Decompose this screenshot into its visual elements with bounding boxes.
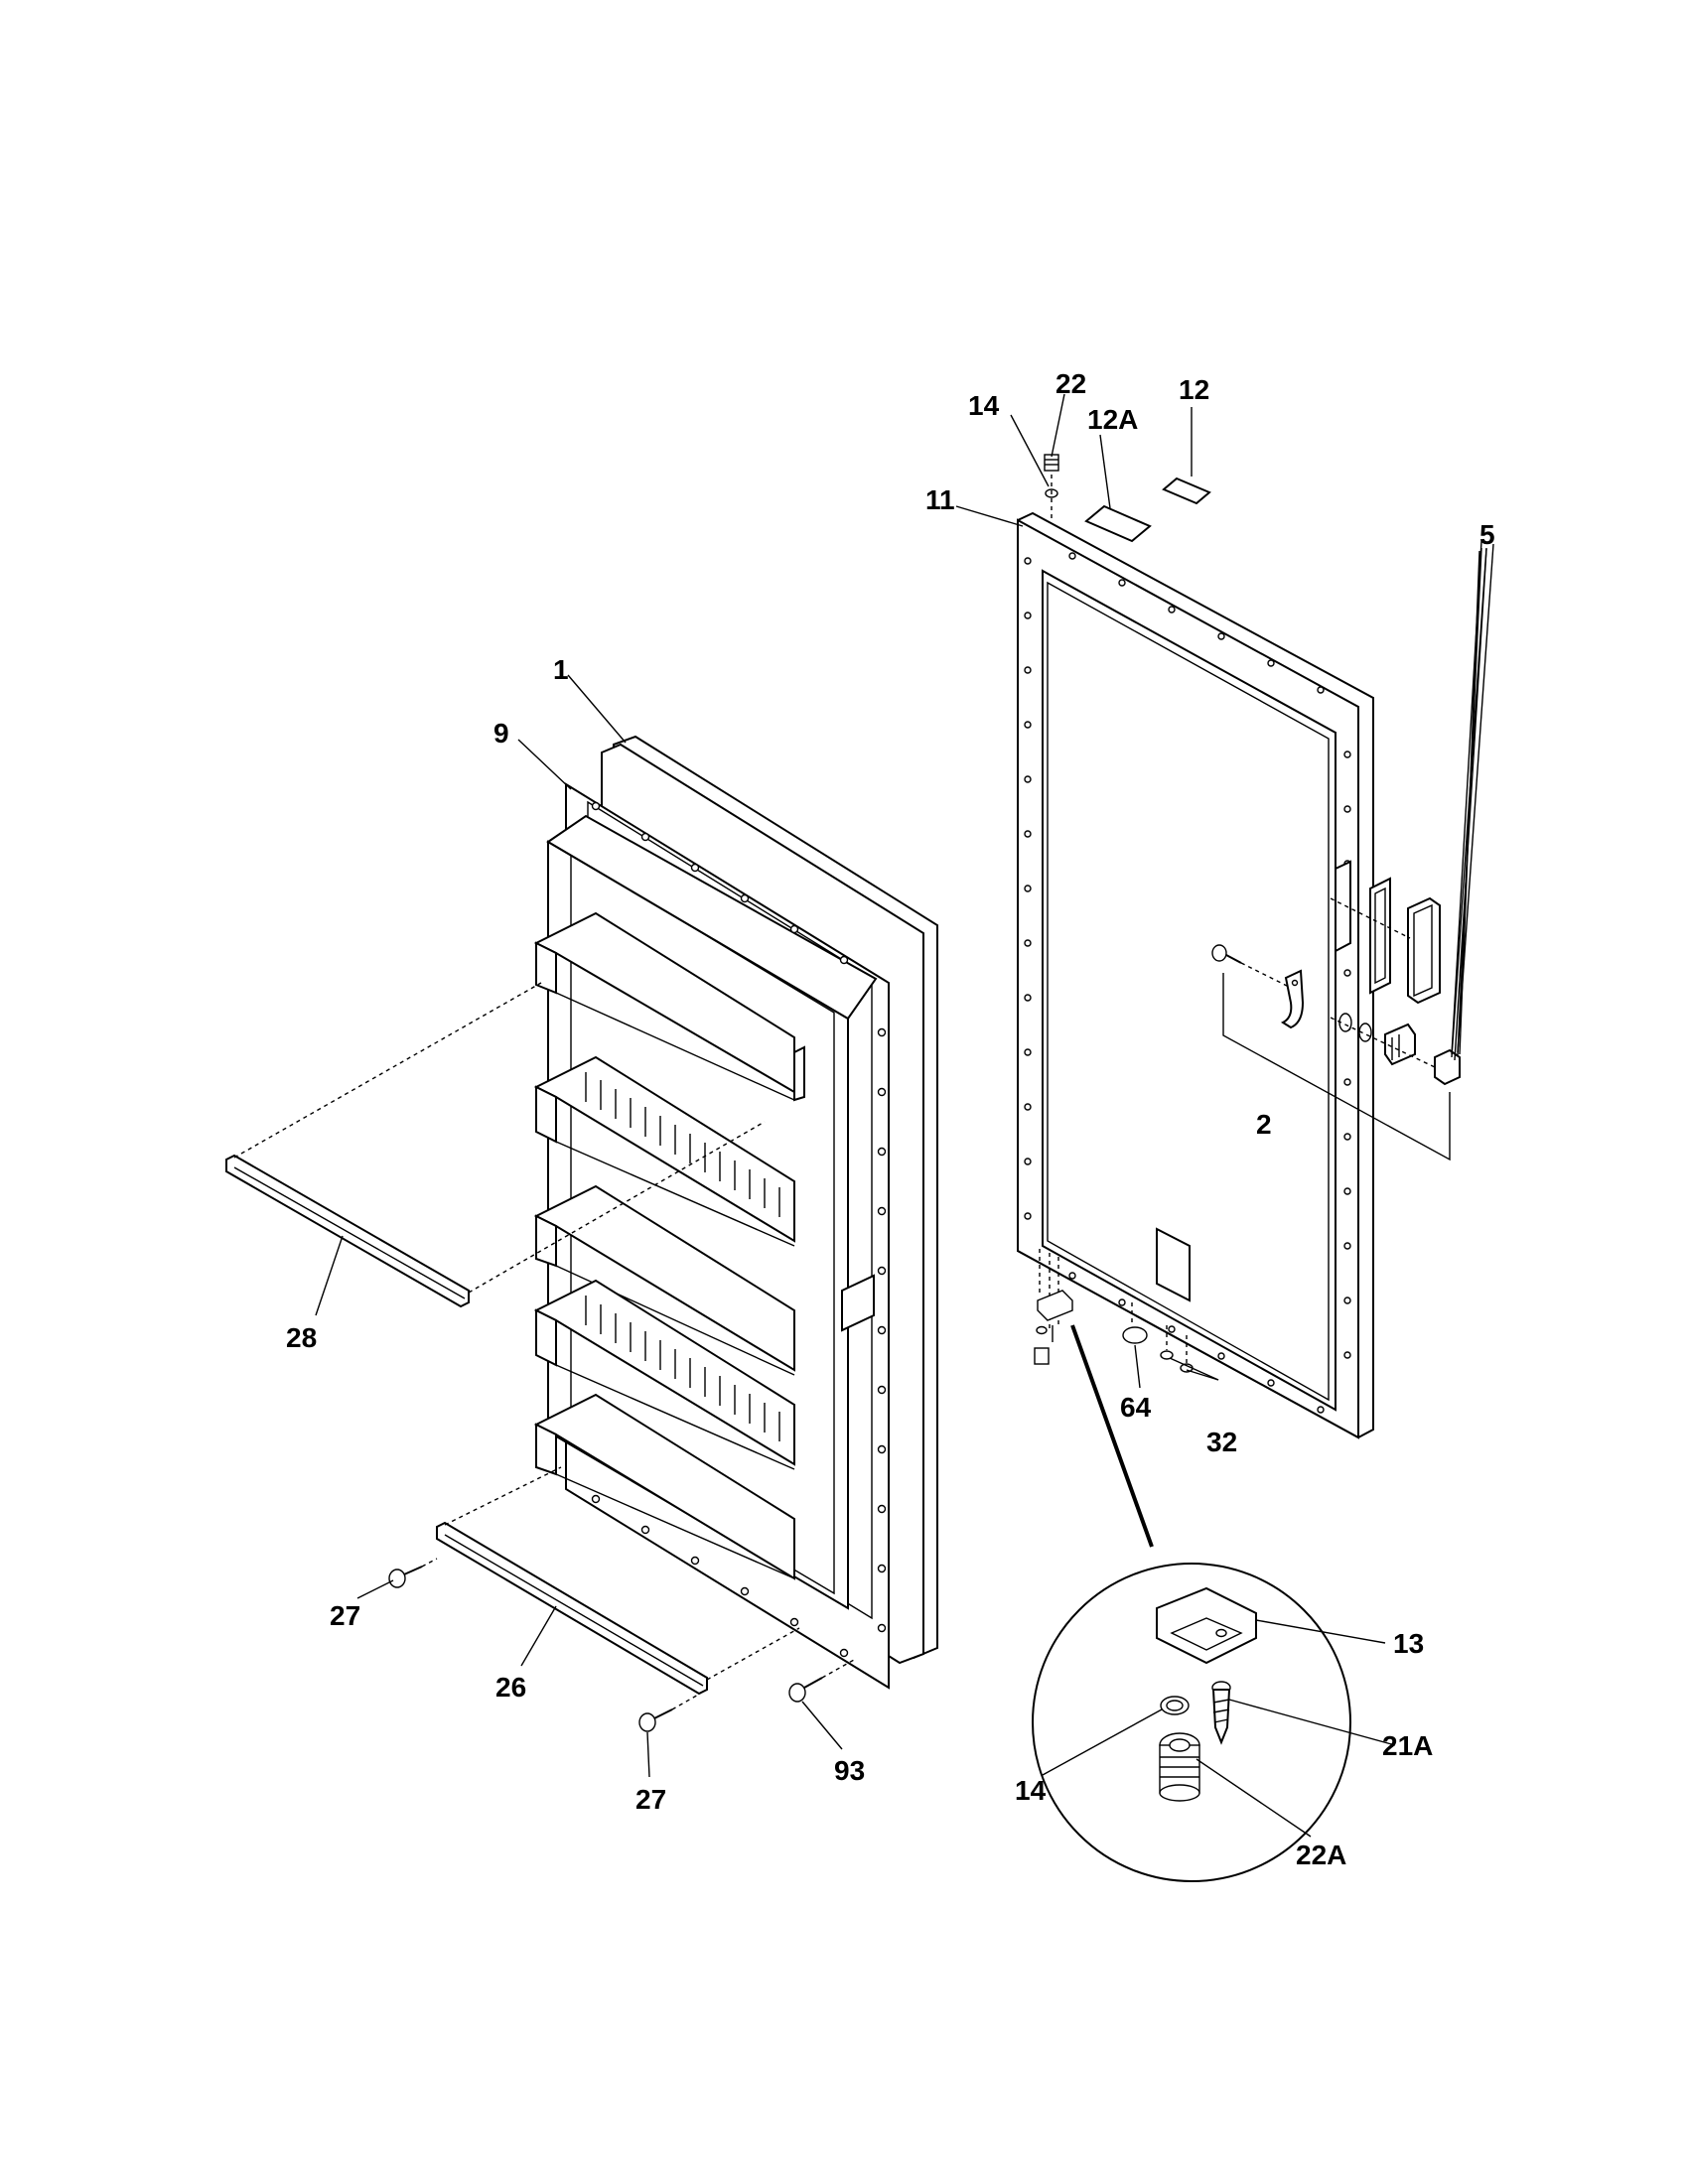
callout-12a: 12A — [1087, 404, 1138, 435]
callout-32: 32 — [1206, 1427, 1237, 1457]
panel-bottom-slot — [1156, 1227, 1191, 1302]
callout-5: 5 — [1479, 519, 1495, 550]
shelf-4-grille — [585, 1296, 780, 1441]
washer-small — [1036, 1325, 1048, 1335]
callout-93: 93 — [834, 1755, 865, 1786]
callout-1: 1 — [553, 654, 569, 685]
plug-32a — [1160, 1350, 1174, 1360]
detail-bracket-13 — [1156, 1586, 1257, 1665]
bracket-2 — [1222, 973, 1451, 1161]
leader-5 — [1454, 548, 1487, 1061]
detail-hinge-pin-22a — [1159, 1732, 1200, 1802]
callout-11: 11 — [925, 484, 955, 515]
handle — [1407, 896, 1441, 1005]
screw-93 — [788, 1677, 823, 1703]
callout-22a: 22A — [1296, 1840, 1346, 1870]
door-shelf-1 — [533, 911, 805, 1102]
leader-dash-26b — [706, 1627, 800, 1681]
leader-dash-handle — [1330, 897, 1411, 939]
leader-dash-26a — [444, 1466, 562, 1526]
callout-28: 28 — [286, 1322, 317, 1353]
handle-bezel — [1369, 877, 1391, 995]
detail-washer-14-inner — [1166, 1700, 1184, 1711]
door-liner-assembly — [533, 735, 938, 1690]
hinge-bracket-small — [1037, 1290, 1073, 1321]
door-shelf-5 — [533, 1393, 795, 1580]
hinge-pin-small — [1034, 1347, 1050, 1365]
callout-leaders — [315, 393, 1494, 1838]
screw-27a — [388, 1566, 423, 1588]
door-panel-11-inner-edge — [1047, 581, 1330, 1402]
latch-screw — [1211, 944, 1242, 964]
shelf-2-grille — [585, 1072, 780, 1217]
panel-handle-slot — [1335, 860, 1351, 953]
latch-hook — [1280, 969, 1305, 1029]
detail-pointer — [1070, 1324, 1154, 1548]
door-shelf-4 — [533, 1279, 795, 1470]
callout-27-left: 27 — [330, 1600, 360, 1631]
door-shelf-3 — [533, 1184, 795, 1376]
callout-9: 9 — [493, 718, 509, 749]
door-shelf-2 — [533, 1055, 795, 1247]
liner-screw-holes — [591, 801, 887, 1658]
label-12 — [1162, 477, 1211, 505]
detail-circle — [1032, 1563, 1351, 1882]
callout-26: 26 — [495, 1672, 526, 1703]
leader-dash-93 — [821, 1659, 855, 1679]
leader-dash-28b — [468, 1121, 766, 1294]
leader-dash-lock — [1330, 1017, 1436, 1068]
callout-2: 2 — [1256, 1109, 1272, 1140]
callout-22: 22 — [1055, 368, 1086, 399]
leader-dash-28a — [233, 982, 542, 1159]
lock-key-5 — [1434, 1048, 1461, 1086]
door-liner-top-lip — [546, 814, 878, 1021]
outer-door-panel — [1017, 511, 1374, 1439]
lock-cylinder — [1338, 1013, 1416, 1066]
callout-13: 13 — [1393, 1628, 1424, 1659]
shelf-bar-26 — [436, 1521, 708, 1696]
callout-21a: 21A — [1382, 1730, 1433, 1761]
leader-dash-27b — [671, 1693, 701, 1710]
label-12a — [1084, 504, 1152, 543]
leader-dash-latch — [1240, 962, 1292, 989]
hinge-pin-22-top — [1044, 454, 1059, 472]
leader-5-visible — [1457, 547, 1482, 1056]
ring-64 — [1122, 1326, 1148, 1344]
callout-14-top: 14 — [968, 390, 1000, 421]
liner-handle-recess — [841, 1274, 875, 1332]
callout-14-detail: 14 — [1015, 1775, 1047, 1806]
detail-screw-21a — [1211, 1681, 1231, 1745]
callout-27-bottom: 27 — [635, 1784, 666, 1815]
callout-12: 12 — [1179, 374, 1209, 405]
screw-27b — [638, 1708, 673, 1732]
shelf-bar-28 — [225, 1154, 470, 1308]
callout-64: 64 — [1120, 1392, 1152, 1423]
leader-dash-27a — [421, 1558, 438, 1568]
door-panel-11-inner — [1042, 569, 1336, 1412]
